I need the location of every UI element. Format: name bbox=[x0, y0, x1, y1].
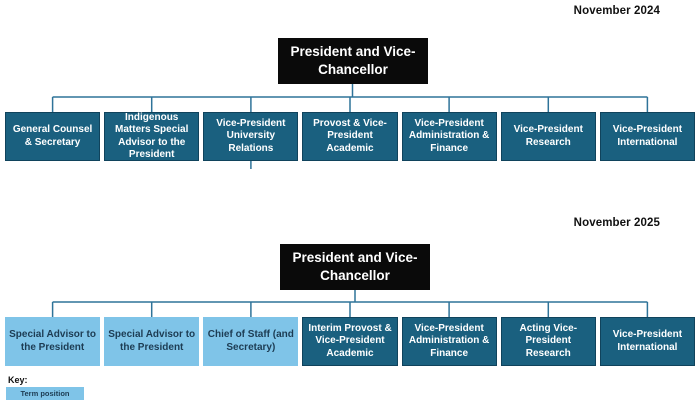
node-indigenous-matters-special-advisor: Indigenous Matters Special Advisor to th… bbox=[104, 112, 200, 161]
node-interim-provost-vp-academic: Interim Provost & Vice-President Academi… bbox=[302, 317, 398, 366]
node-vp-administration-finance-2025: Vice-President Administration & Finance bbox=[401, 317, 497, 366]
legend-key: Key: Term position bbox=[6, 375, 84, 400]
org-row-2025: Special Advisor to the President Special… bbox=[5, 317, 695, 366]
node-vp-administration-finance-2024: Vice-President Administration & Finance bbox=[401, 112, 497, 161]
node-vp-international-2024: Vice-President International bbox=[599, 112, 695, 161]
org-row-2024: General Counsel & Secretary Indigenous M… bbox=[5, 112, 695, 161]
legend-key-label: Key: bbox=[8, 375, 28, 385]
node-general-counsel-secretary: General Counsel & Secretary bbox=[5, 112, 101, 161]
date-label-2024: November 2024 bbox=[573, 5, 660, 17]
node-acting-vp-research: Acting Vice-President Research bbox=[500, 317, 596, 366]
node-vp-research: Vice-President Research bbox=[500, 112, 596, 161]
connector-lines-2025 bbox=[51, 290, 649, 317]
node-special-advisor-president-1: Special Advisor to the President bbox=[5, 317, 101, 366]
root-node-president-2025: President and Vice-Chancellor bbox=[280, 244, 430, 290]
node-chief-of-staff-secretary: Chief of Staff (and Secretary) bbox=[203, 317, 299, 366]
node-provost-vp-academic: Provost & Vice-President Academic bbox=[302, 112, 398, 161]
node-special-advisor-president-2: Special Advisor to the President bbox=[104, 317, 200, 366]
root-node-president-2024: President and Vice-Chancellor bbox=[278, 38, 428, 84]
date-label-2025: November 2025 bbox=[573, 217, 660, 229]
node-vp-university-relations: Vice-President University Relations bbox=[203, 112, 299, 161]
legend-term-position-swatch: Term position bbox=[6, 387, 84, 400]
node-vp-international-2025: Vice-President International bbox=[599, 317, 695, 366]
